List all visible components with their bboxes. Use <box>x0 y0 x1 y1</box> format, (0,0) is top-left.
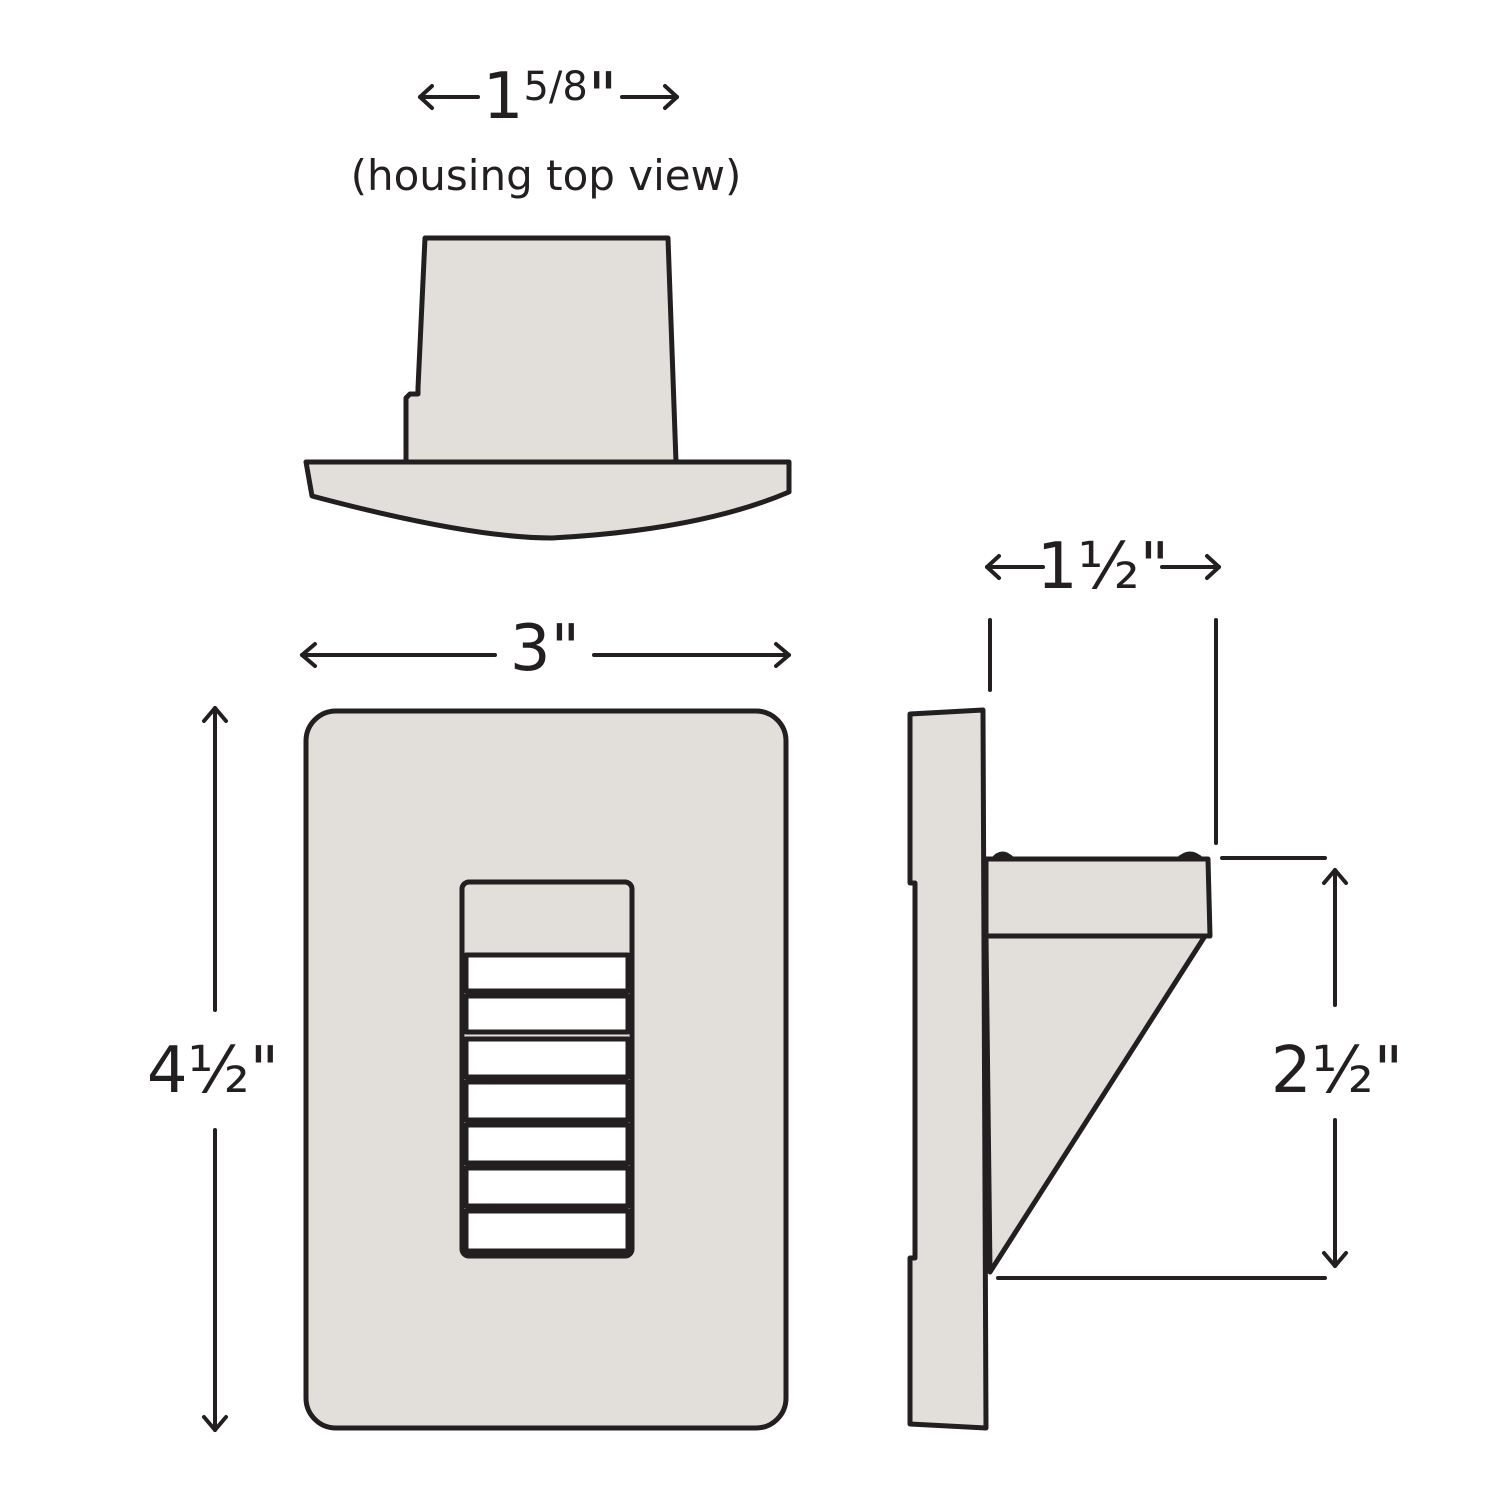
housing-faceplate <box>303 459 792 541</box>
top-view: 15/8" (housing top view) <box>303 60 792 541</box>
side-depth-dimension: 1½" <box>985 530 1221 845</box>
top-width-label: 15/8" <box>483 60 618 134</box>
front-width-dimension: 3" <box>300 612 791 686</box>
louver-slot <box>463 1079 631 1123</box>
side-height-label: 2½" <box>1271 1034 1403 1108</box>
louver-slot <box>463 1122 631 1166</box>
front-height-label: 4½" <box>147 1034 279 1108</box>
side-depth-label: 1½" <box>1037 530 1169 604</box>
louver-slot <box>463 993 631 1035</box>
side-height-dimension: 2½" <box>996 856 1403 1280</box>
front-width-label: 3" <box>510 612 580 686</box>
side-faceplate <box>907 707 989 1431</box>
light-window <box>459 879 635 1259</box>
front-view: 3" 4½" <box>147 612 791 1432</box>
housing-body <box>403 235 679 465</box>
side-view: 1½" 2½" <box>907 530 1403 1431</box>
side-housing-shield <box>983 933 1208 1275</box>
front-height-dimension: 4½" <box>147 706 279 1432</box>
top-view-caption: (housing top view) <box>351 151 742 200</box>
louver-slot <box>463 1036 631 1080</box>
louver-slot <box>463 1165 631 1209</box>
side-housing-top <box>983 856 1213 939</box>
louver-slot <box>463 1208 631 1254</box>
louver-slot <box>463 952 631 994</box>
top-width-dimension: 15/8" <box>418 60 679 134</box>
